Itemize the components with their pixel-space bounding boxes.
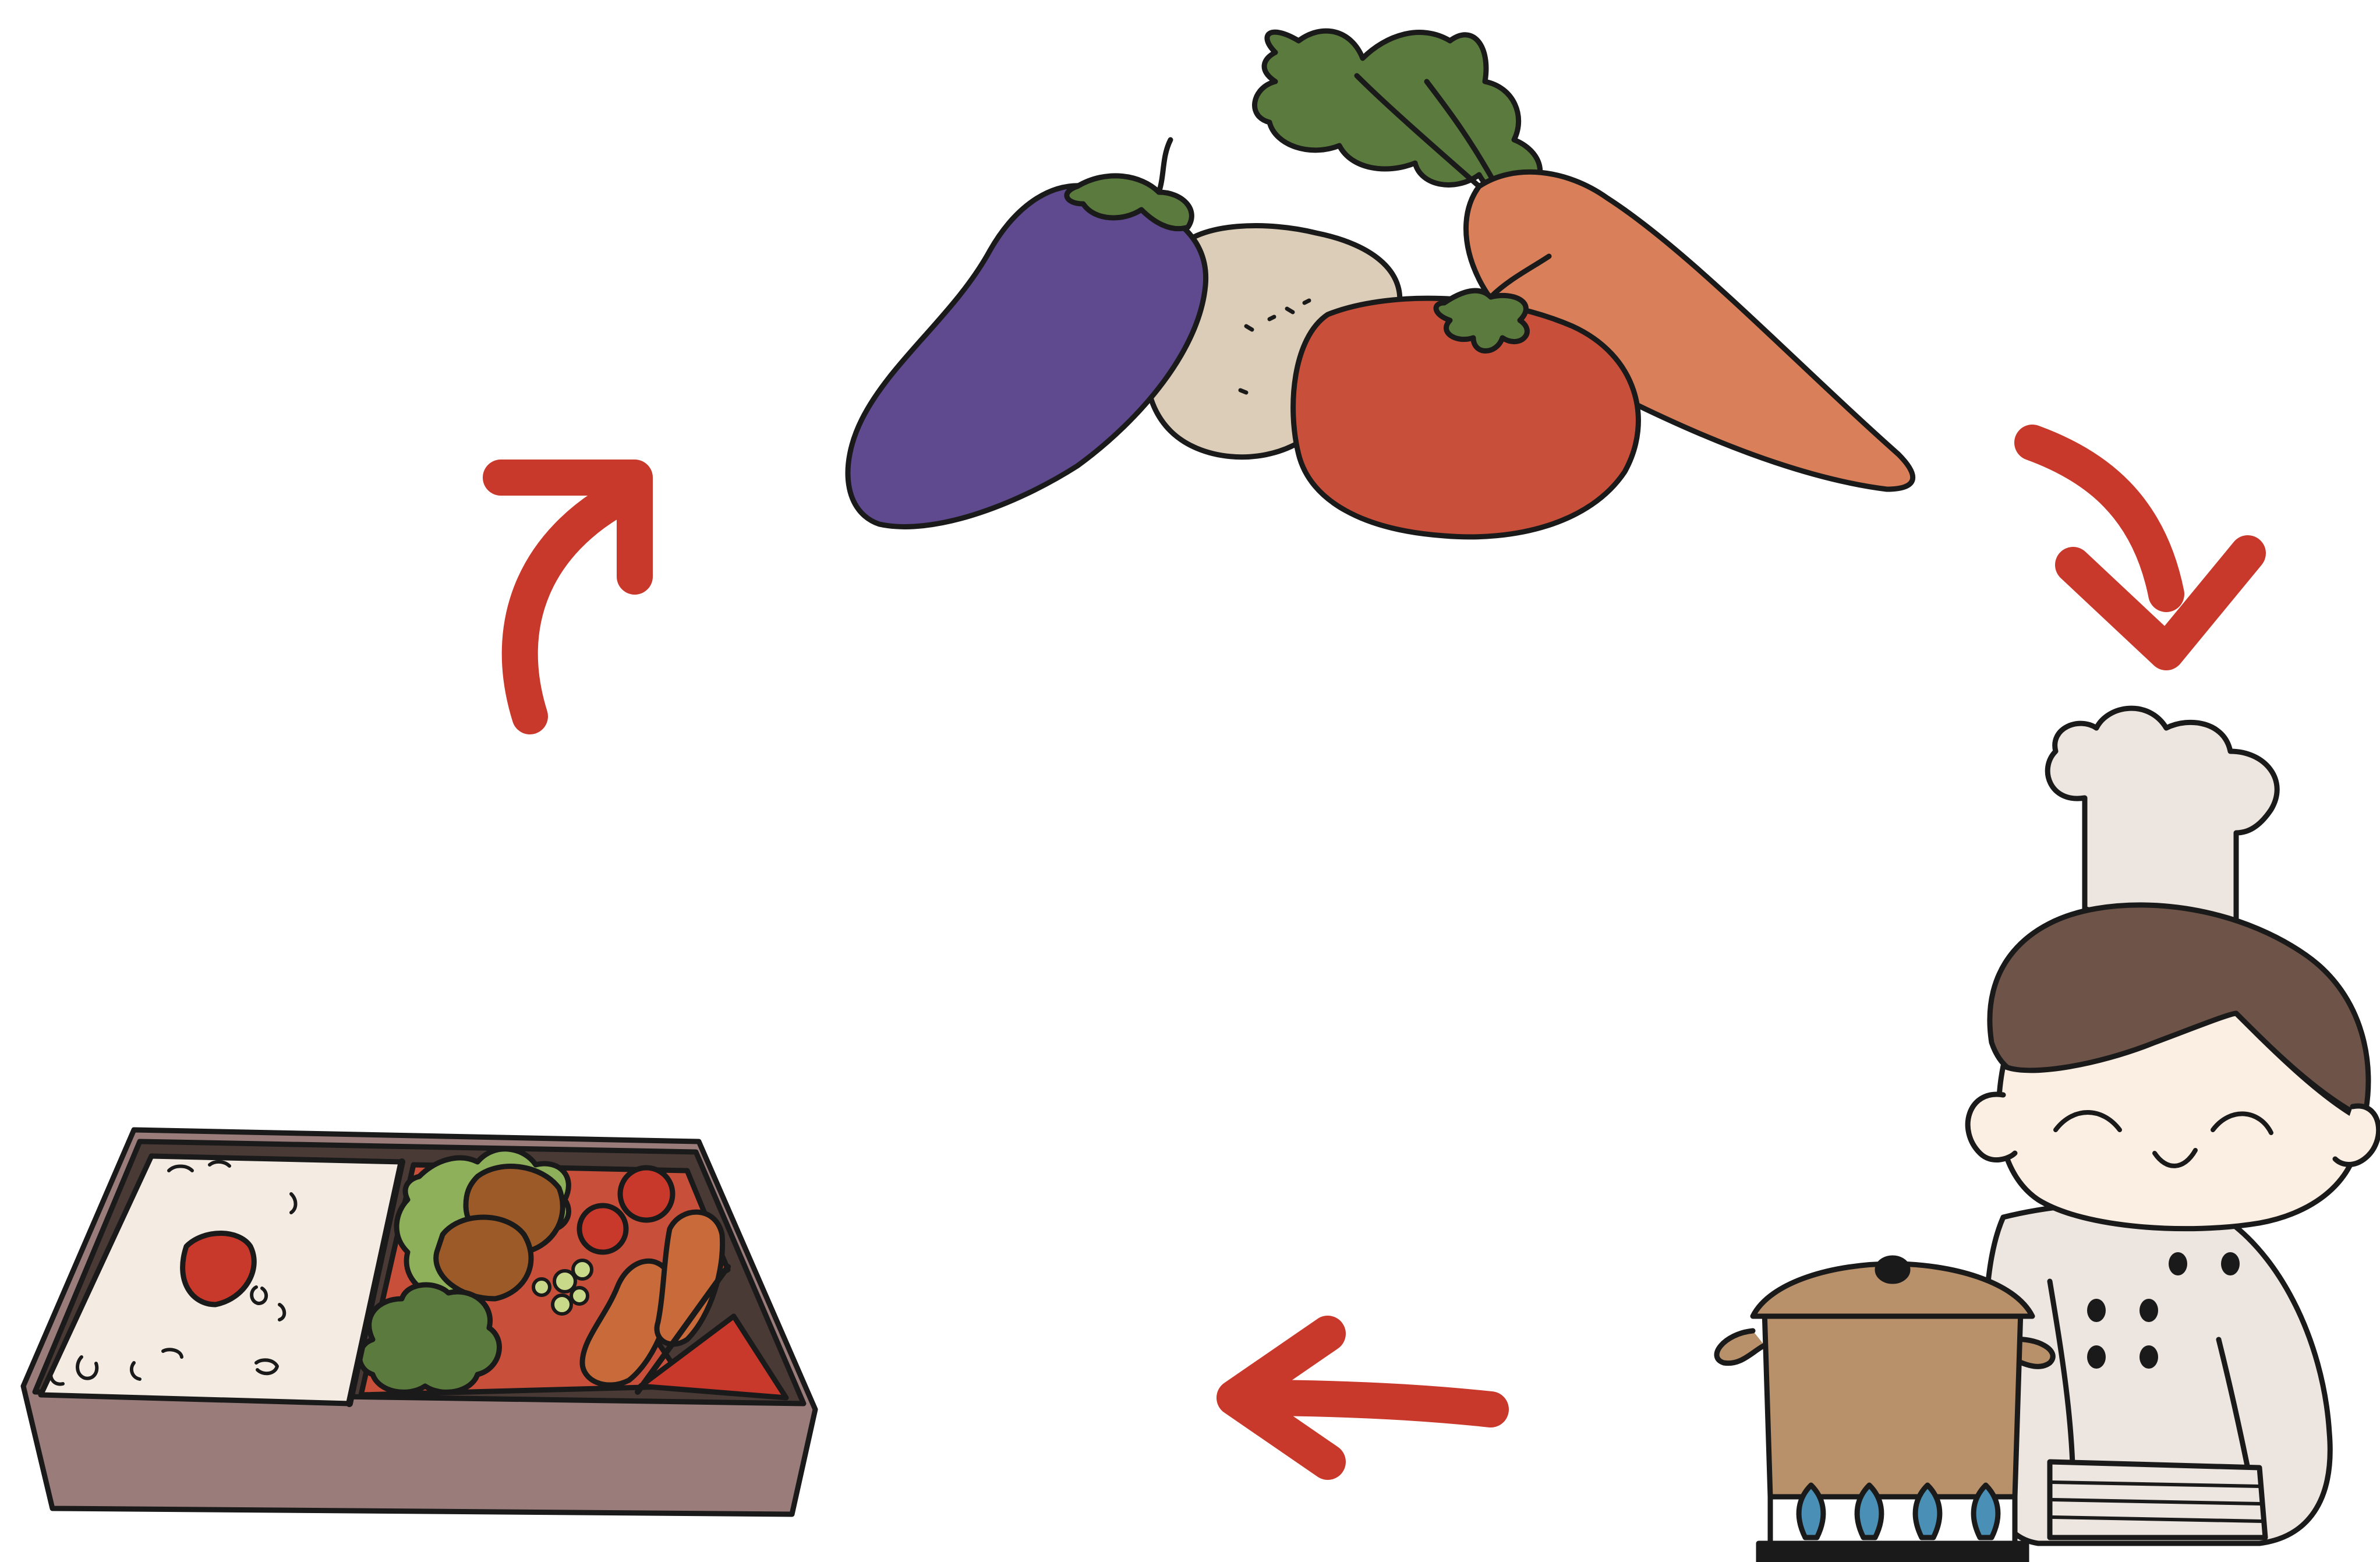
arrow-bento-to-vegetables: [501, 478, 635, 716]
cherry-tomato-1: [579, 1206, 626, 1252]
pot: [1717, 1258, 2053, 1497]
arrow-vegetables-to-cooking: [2032, 443, 2248, 652]
carrot-leaves: [1255, 31, 1540, 196]
eggplant: [848, 186, 1206, 527]
croquette-2: [436, 1217, 531, 1299]
chef-cooking-icon: [1717, 708, 2379, 1562]
cherry-tomato-2: [620, 1168, 673, 1220]
chef-hat: [2047, 708, 2277, 926]
arrow-cooking-to-bento: [1235, 1334, 1491, 1462]
vegetables-icon: [848, 31, 1913, 537]
stove-burner: [1759, 1485, 2027, 1562]
bento-box-icon: [23, 1130, 815, 1514]
